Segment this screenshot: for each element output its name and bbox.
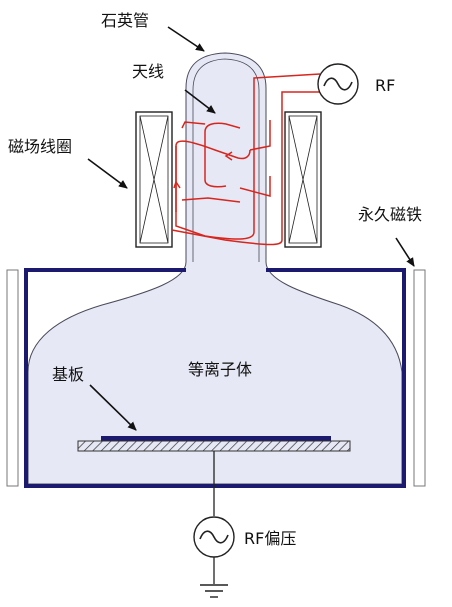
label-antenna: 天线: [132, 62, 164, 81]
antenna-wire: [171, 73, 321, 246]
substrate-holder: [77, 440, 351, 452]
quartz-tube-outline: [192, 58, 260, 262]
arrow-antenna: [184, 89, 216, 114]
magnet-coil-left: [135, 111, 173, 248]
label-substrate: 基板: [52, 365, 84, 384]
ground-icon: [200, 584, 228, 598]
label-permanent-magnet: 永久磁铁: [358, 205, 422, 224]
permanent-magnet-right: [413, 269, 426, 487]
label-magnet-coil: 磁场线圈: [8, 137, 72, 156]
rf-bias-source-icon: [193, 516, 235, 558]
label-rf-bias: RF偏压: [244, 529, 296, 548]
arrow-substrate: [89, 384, 137, 431]
rf-source-icon: [317, 63, 359, 105]
arrow-magnet-coil: [87, 158, 128, 189]
label-quartz-tube: 石英管: [101, 11, 149, 30]
magnet-coil-right: [284, 111, 322, 248]
arrow-quartz-tube: [167, 26, 205, 52]
permanent-magnet-left: [6, 269, 19, 487]
chamber-wall: [24, 268, 406, 488]
arrow-permanent-magnet: [395, 237, 415, 267]
label-rf: RF: [375, 76, 395, 95]
substrate-plate: [101, 436, 331, 441]
label-plasma: 等离子体: [188, 360, 252, 379]
plasma-region: [27, 52, 403, 485]
